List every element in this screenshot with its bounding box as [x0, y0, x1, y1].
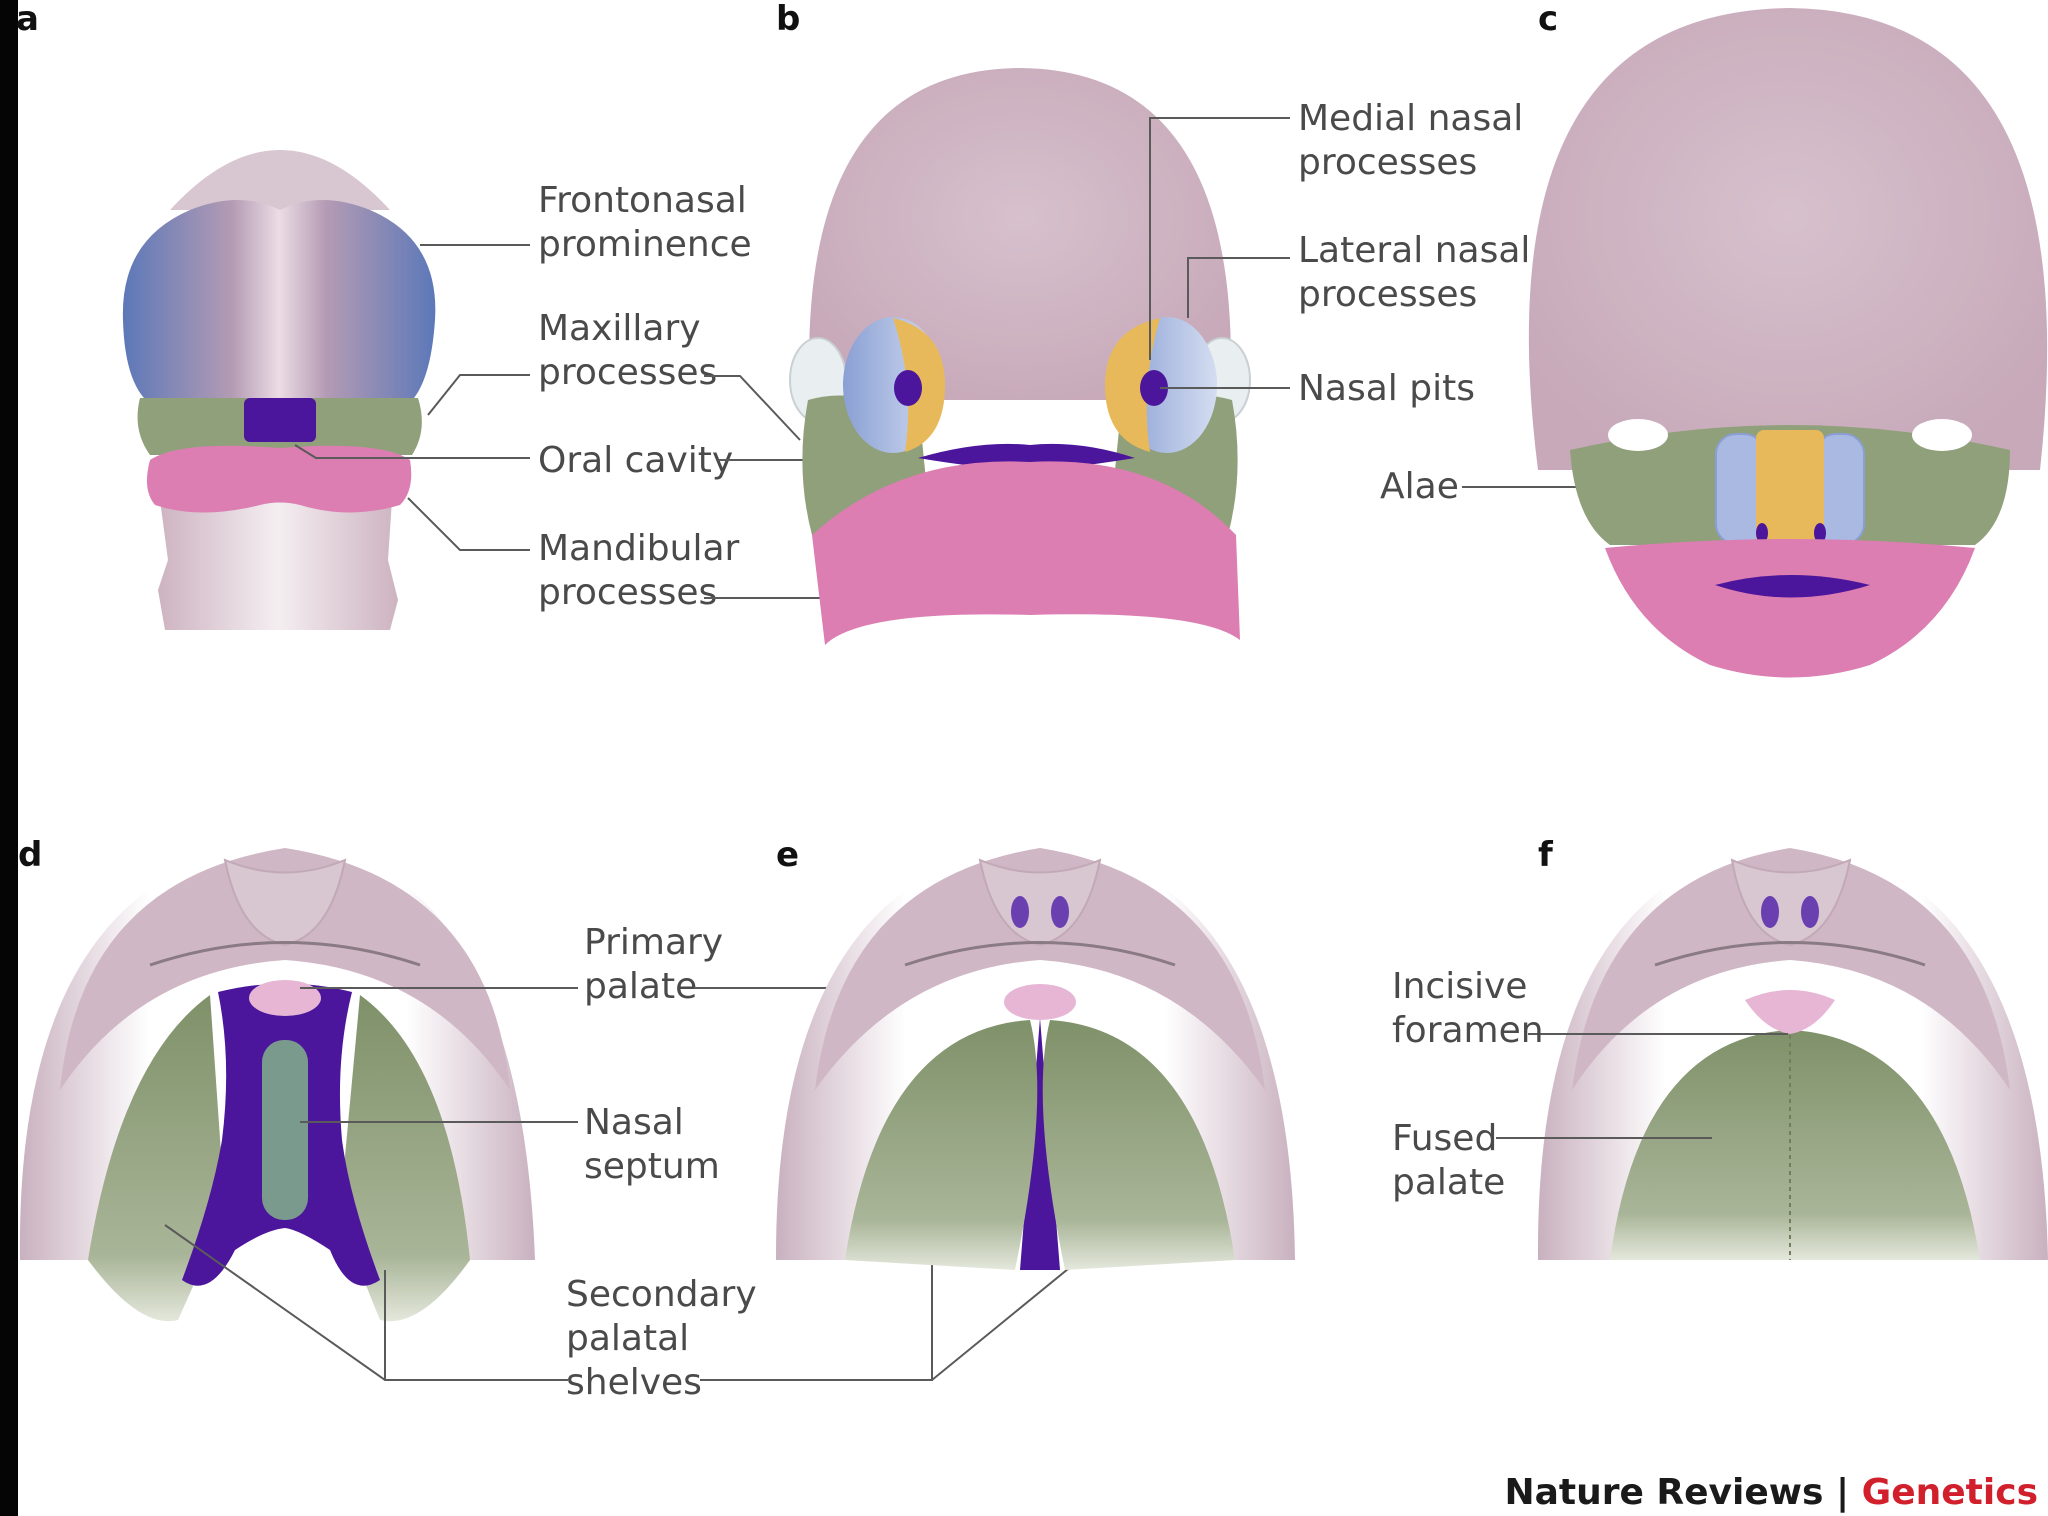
primary-palate-shape-f [1745, 990, 1835, 1034]
panel-d-leaders [164, 987, 578, 1381]
panel-e-palate [775, 840, 1295, 1270]
panel-letter-c: c [1538, 0, 1558, 39]
mandibular-processes-shape [146, 445, 412, 513]
label-frontonasal-line2: prominence [538, 224, 752, 265]
panel-d-palate [19, 840, 535, 1322]
panel-f-leaders [1496, 1033, 1788, 1139]
panel-a-leaders [294, 244, 530, 551]
panel-b-leaders [1149, 117, 1290, 389]
label-lateral-nasal-line2: processes [1298, 274, 1477, 315]
label-alae: Alae [1380, 466, 1459, 507]
label-fused-palate-line2: palate [1392, 1162, 1505, 1203]
fused-palate-shape [1610, 1030, 1980, 1260]
medial-philtrum [1756, 430, 1824, 570]
label-nasal-septum-line2: septum [584, 1146, 720, 1187]
journal-credit: Nature Reviews | Genetics [1504, 1472, 2038, 1513]
panel-d-labels: Primary palate Nasal septum Secondary pa… [566, 922, 757, 1403]
credit-section: Genetics [1862, 1472, 2038, 1513]
nasal-pit-right [1140, 370, 1168, 406]
panel-a-labels: Frontonasal prominence Maxillary process… [538, 180, 752, 613]
panel-letter-e: e [776, 835, 799, 875]
label-lateral-nasal-line1: Lateral nasal [1298, 230, 1530, 271]
label-primary-palate-line1: Primary [584, 922, 723, 963]
label-nasal-pits: Nasal pits [1298, 368, 1475, 409]
mandibular-shape [812, 461, 1240, 645]
panel-c-face [1528, 8, 2048, 678]
panel-letter-d: d [18, 835, 42, 875]
label-maxillary-line2: processes [538, 352, 717, 393]
label-secondary-shelves-line3: shelves [566, 1362, 702, 1403]
svg-text:Nature Reviews | Genetics: Nature Reviews | Genetics [1504, 1472, 2038, 1513]
label-mandibular-line1: Mandibular [538, 528, 740, 569]
label-primary-palate-line2: palate [584, 966, 697, 1007]
oral-cavity-shape [244, 398, 316, 442]
nasal-septum-shape [262, 1040, 308, 1220]
credit-separator: | [1823, 1472, 1861, 1513]
left-border [0, 0, 18, 1516]
label-mandibular-line2: processes [538, 572, 717, 613]
label-nasal-septum-line1: Nasal [584, 1102, 684, 1143]
panel-b-labels: Medial nasal processes Lateral nasal pro… [1298, 98, 1530, 507]
credit-journal: Nature Reviews [1504, 1472, 1823, 1513]
panel-letter-b: b [776, 0, 800, 39]
label-maxillary-line1: Maxillary [538, 308, 701, 349]
label-medial-nasal-line2: processes [1298, 142, 1477, 183]
primary-palate-shape-e [1004, 984, 1076, 1020]
label-secondary-shelves-line2: palatal [566, 1318, 689, 1359]
label-secondary-shelves-line1: Secondary [566, 1274, 757, 1315]
label-incisive-foramen-line2: foramen [1392, 1010, 1544, 1051]
frontonasal-prominence-shape [122, 200, 436, 410]
label-medial-nasal-line1: Medial nasal [1298, 98, 1523, 139]
panel-b-embryo-face [789, 68, 1251, 645]
primary-palate-shape-d [249, 980, 321, 1016]
label-frontonasal-line1: Frontonasal [538, 180, 747, 221]
panel-letter-f: f [1538, 835, 1554, 875]
panel-f-palate [1537, 840, 2048, 1260]
label-incisive-foramen-line1: Incisive [1392, 966, 1527, 1007]
panel-a-embryo-face [122, 150, 436, 630]
panel-f-labels: Incisive foramen Fused palate [1392, 966, 1544, 1203]
label-oral-cavity: Oral cavity [538, 440, 733, 481]
nasal-pit-left [894, 370, 922, 406]
label-fused-palate-line1: Fused [1392, 1118, 1497, 1159]
panel-letter-a: a [16, 0, 39, 39]
